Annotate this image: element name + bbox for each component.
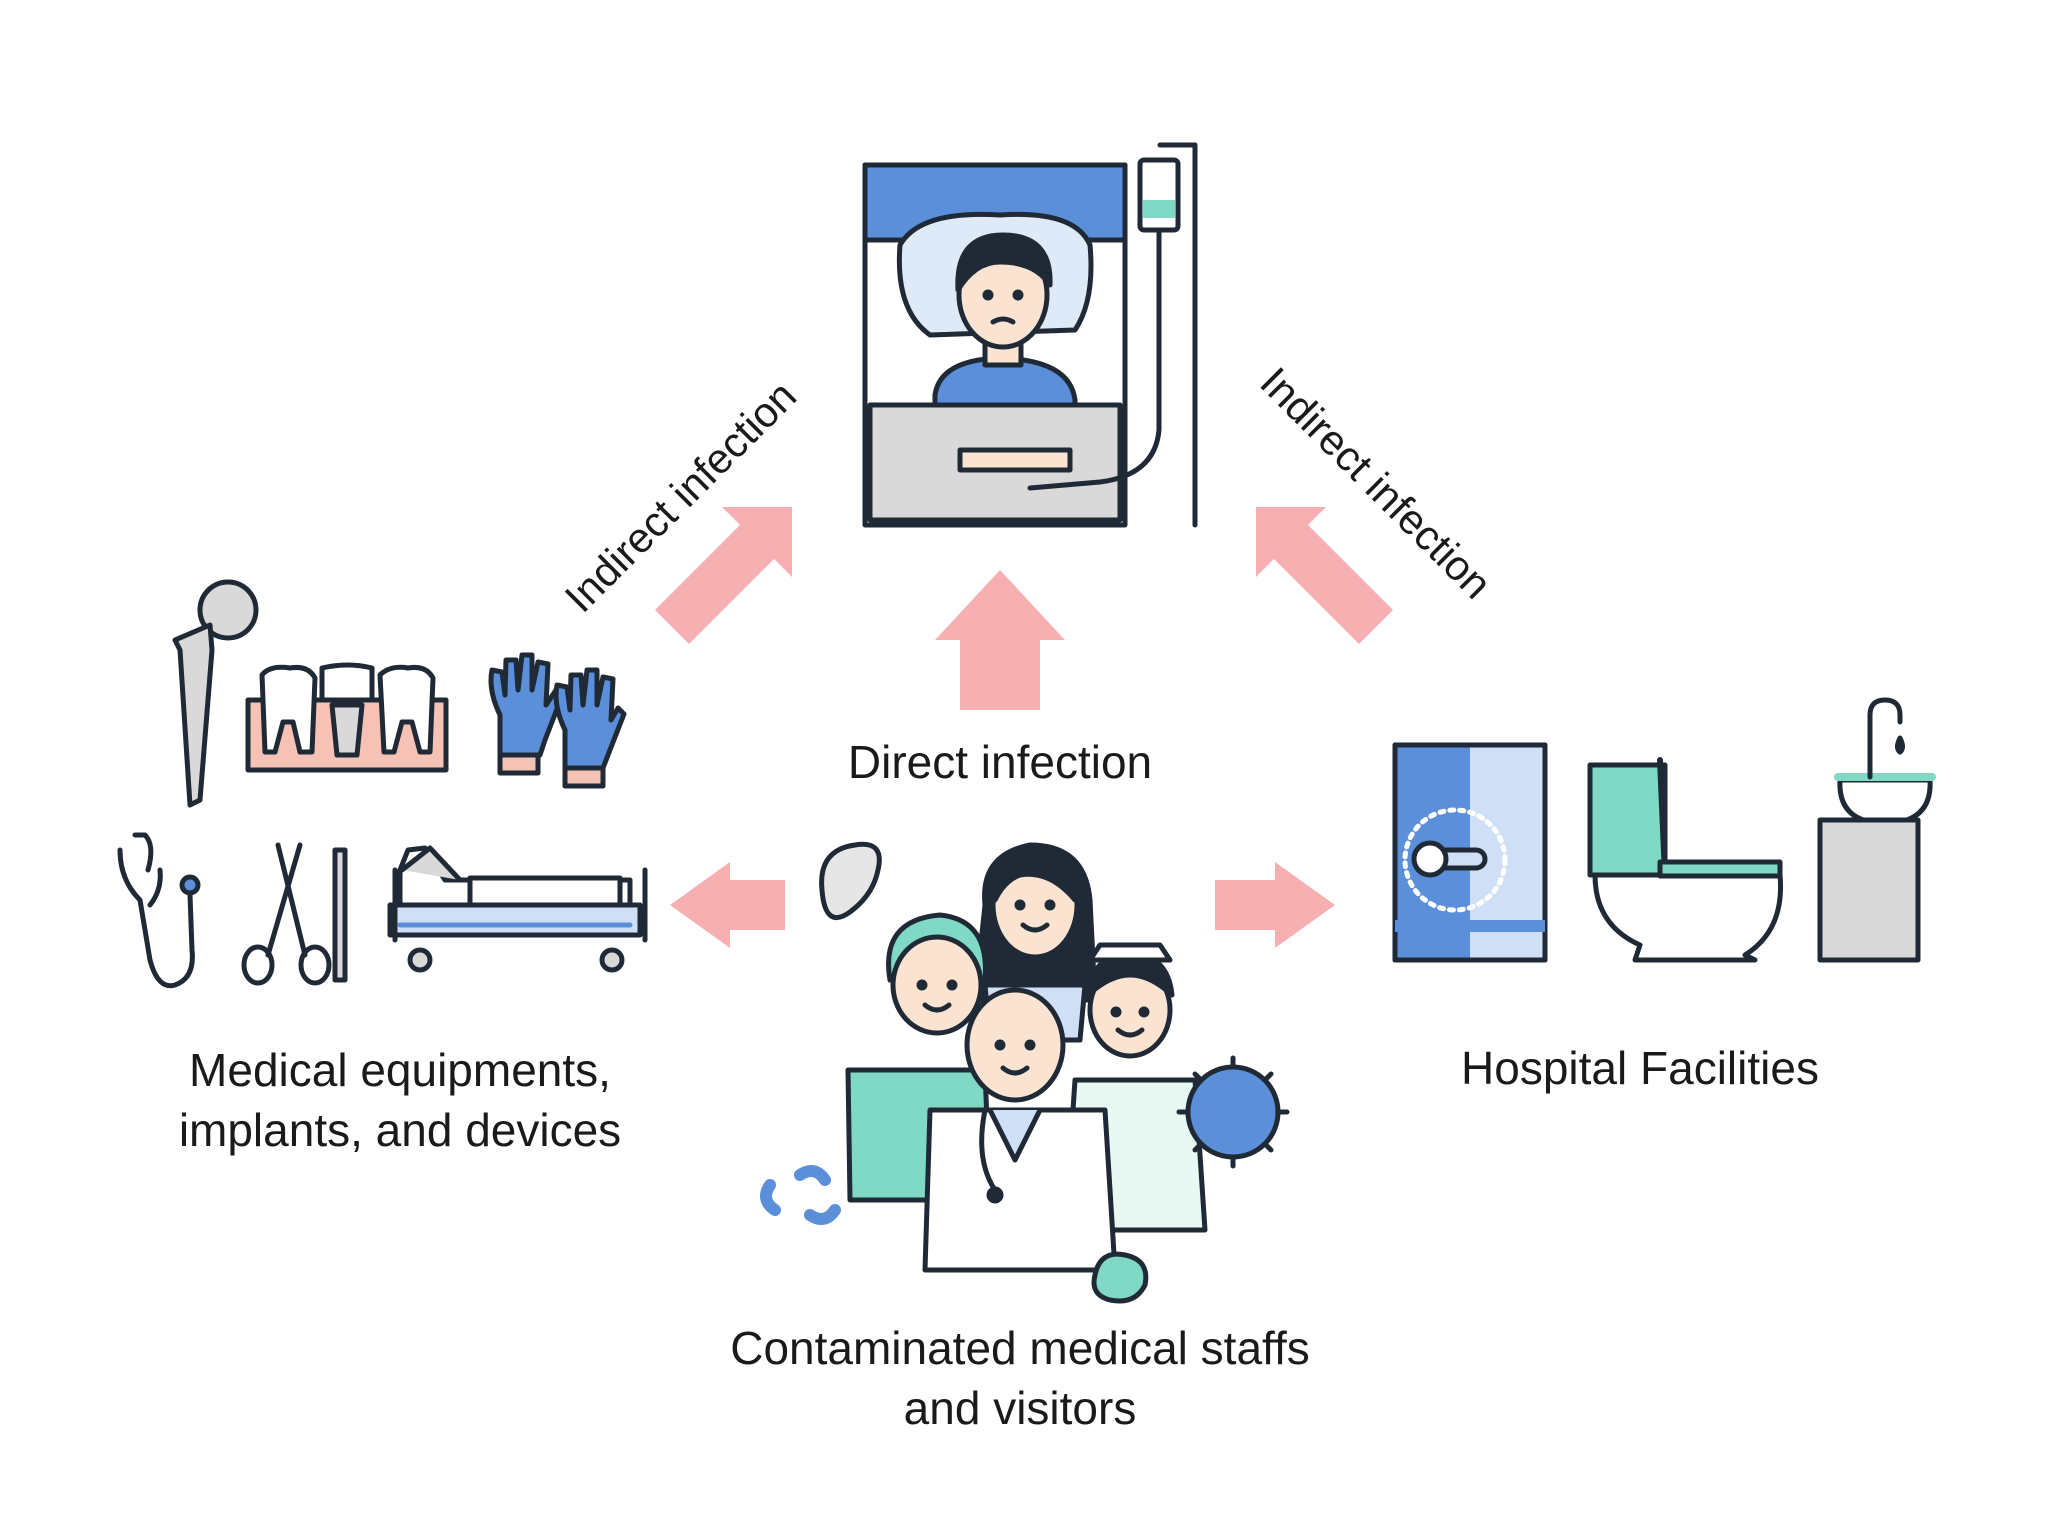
arrow-to-equipment [670,862,785,948]
arrow-indirect-left [655,507,792,644]
scissors-icon [241,842,348,986]
medical-staff-group-icon [845,842,1208,1273]
equipment-label-line1: Medical equipments, [189,1044,611,1096]
virus-icon [1176,1055,1290,1169]
toilet-icon [1587,757,1784,963]
dental-implant-icon [245,662,449,773]
equipment-label-line2: implants, and devices [178,1104,622,1156]
arrow-direct-up [935,570,1065,710]
sink-icon [1817,697,1936,963]
direct-infection-label: Direct infection [847,736,1153,788]
staff-label-line2: and visitors [903,1382,1137,1434]
arrow-to-facilities [1215,862,1335,948]
stethoscope-icon [117,832,201,989]
patient-bed-icon [862,142,1198,528]
door-handle-icon [1392,742,1548,963]
bacteria-icon [819,841,882,920]
hip-implant-icon [172,579,259,808]
arrow-indirect-right [1256,507,1393,644]
hospital-bed-icon [387,845,648,973]
microbes-icon [760,1165,1149,1304]
gloves-icon [488,652,627,789]
staff-label-line1: Contaminated medical staffs [730,1322,1310,1374]
hospital-facilities-label: Hospital Facilities [1461,1042,1819,1094]
